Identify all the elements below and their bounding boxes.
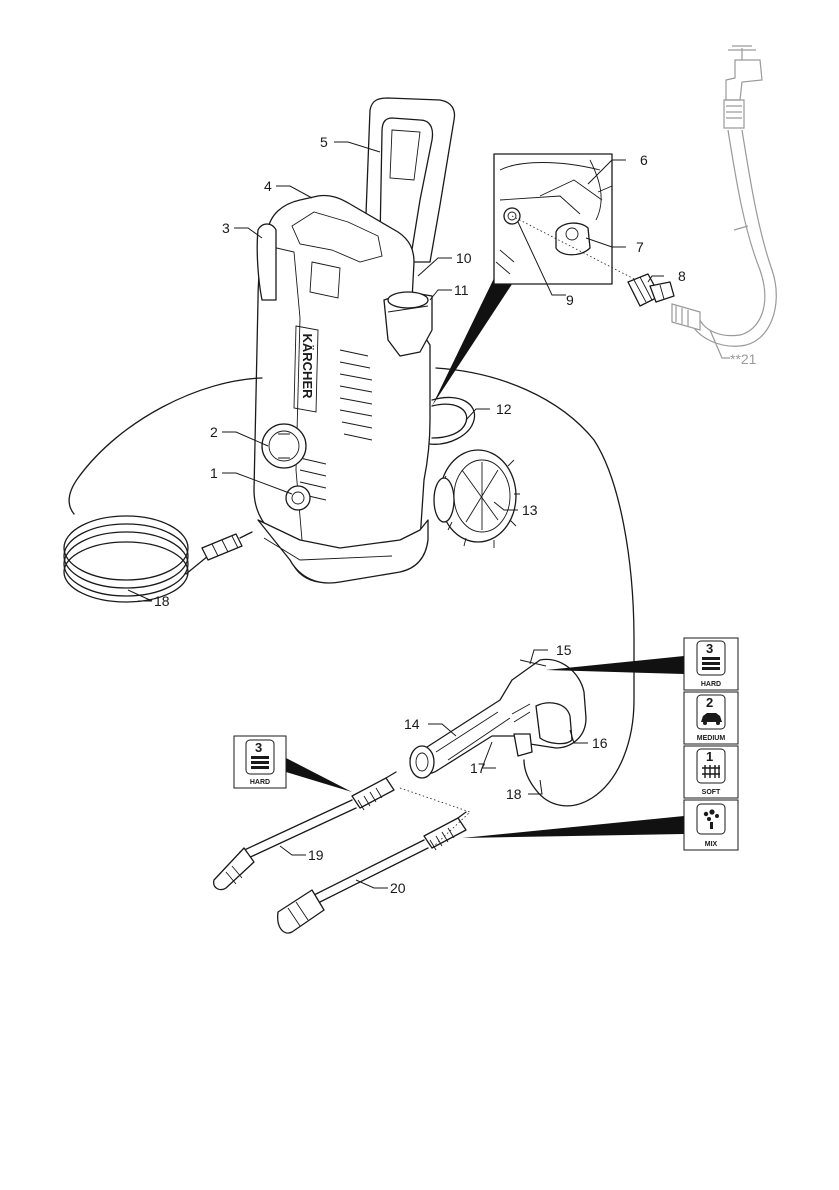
mode-soft-number: 1: [706, 749, 713, 764]
spray-lance-mix: [278, 788, 470, 933]
callout-1: 1: [210, 465, 218, 481]
mode-medium: 2 MEDIUM: [684, 692, 738, 744]
callout-6: 6: [640, 152, 648, 168]
brick-wall-icon: [251, 756, 269, 769]
callout-13: 13: [522, 502, 538, 518]
inset-water-inlet-detail: [432, 154, 640, 406]
callout-14: 14: [404, 716, 420, 732]
spray-lance-hard: [214, 772, 396, 890]
callout-19: 19: [308, 847, 324, 863]
brand-logo-text: KÄRCHER: [300, 334, 315, 400]
mode-hard-number: 3: [706, 641, 713, 656]
callout-8: 8: [678, 268, 686, 284]
mode-soft-label: SOFT: [702, 789, 721, 796]
callout-18-gun: 18: [506, 786, 522, 802]
callout-15: 15: [556, 642, 572, 658]
callout-10: 10: [456, 250, 472, 266]
mode-mix-label: MIX: [705, 841, 718, 848]
mode-medium-label: MEDIUM: [697, 735, 726, 742]
mode-mix: MIX: [684, 800, 738, 850]
mode-hard: 3 HARD: [684, 638, 738, 690]
callout-3: 3: [222, 220, 230, 236]
callout-9: 9: [566, 292, 574, 308]
callout-20: 20: [390, 880, 406, 896]
callout-12: 12: [496, 401, 512, 417]
mode-hard-label: HARD: [701, 681, 721, 688]
power-switch: [262, 424, 306, 468]
callout-2: 2: [210, 424, 218, 440]
callout-21: **21: [730, 351, 757, 367]
mode-medium-number: 2: [706, 695, 713, 710]
callout-18-hose: 18: [154, 593, 170, 609]
brick-wall-icon: [702, 657, 720, 670]
spray-mode-icons: 3 HARD 2 MEDIUM 1: [684, 638, 738, 850]
callout-16: 16: [592, 735, 608, 751]
wheel: [434, 450, 520, 548]
water-tap-and-supply-hose: [672, 46, 776, 346]
lance-mode-label: HARD: [250, 779, 270, 786]
callout-7: 7: [636, 239, 644, 255]
pressure-washer-main-unit: KÄRCHER: [254, 98, 520, 583]
mode-soft: 1 SOFT: [684, 746, 738, 798]
callout-11: 11: [454, 282, 469, 298]
water-coupling: [628, 274, 674, 306]
lance-mode-hard: 3 HARD: [234, 736, 286, 788]
high-pressure-outlet: [286, 486, 310, 510]
callout-4: 4: [264, 178, 272, 194]
callout-5: 5: [320, 134, 328, 150]
callout-17: 17: [470, 760, 486, 776]
spray-gun: [410, 659, 586, 778]
lance-mode-number: 3: [255, 740, 262, 755]
